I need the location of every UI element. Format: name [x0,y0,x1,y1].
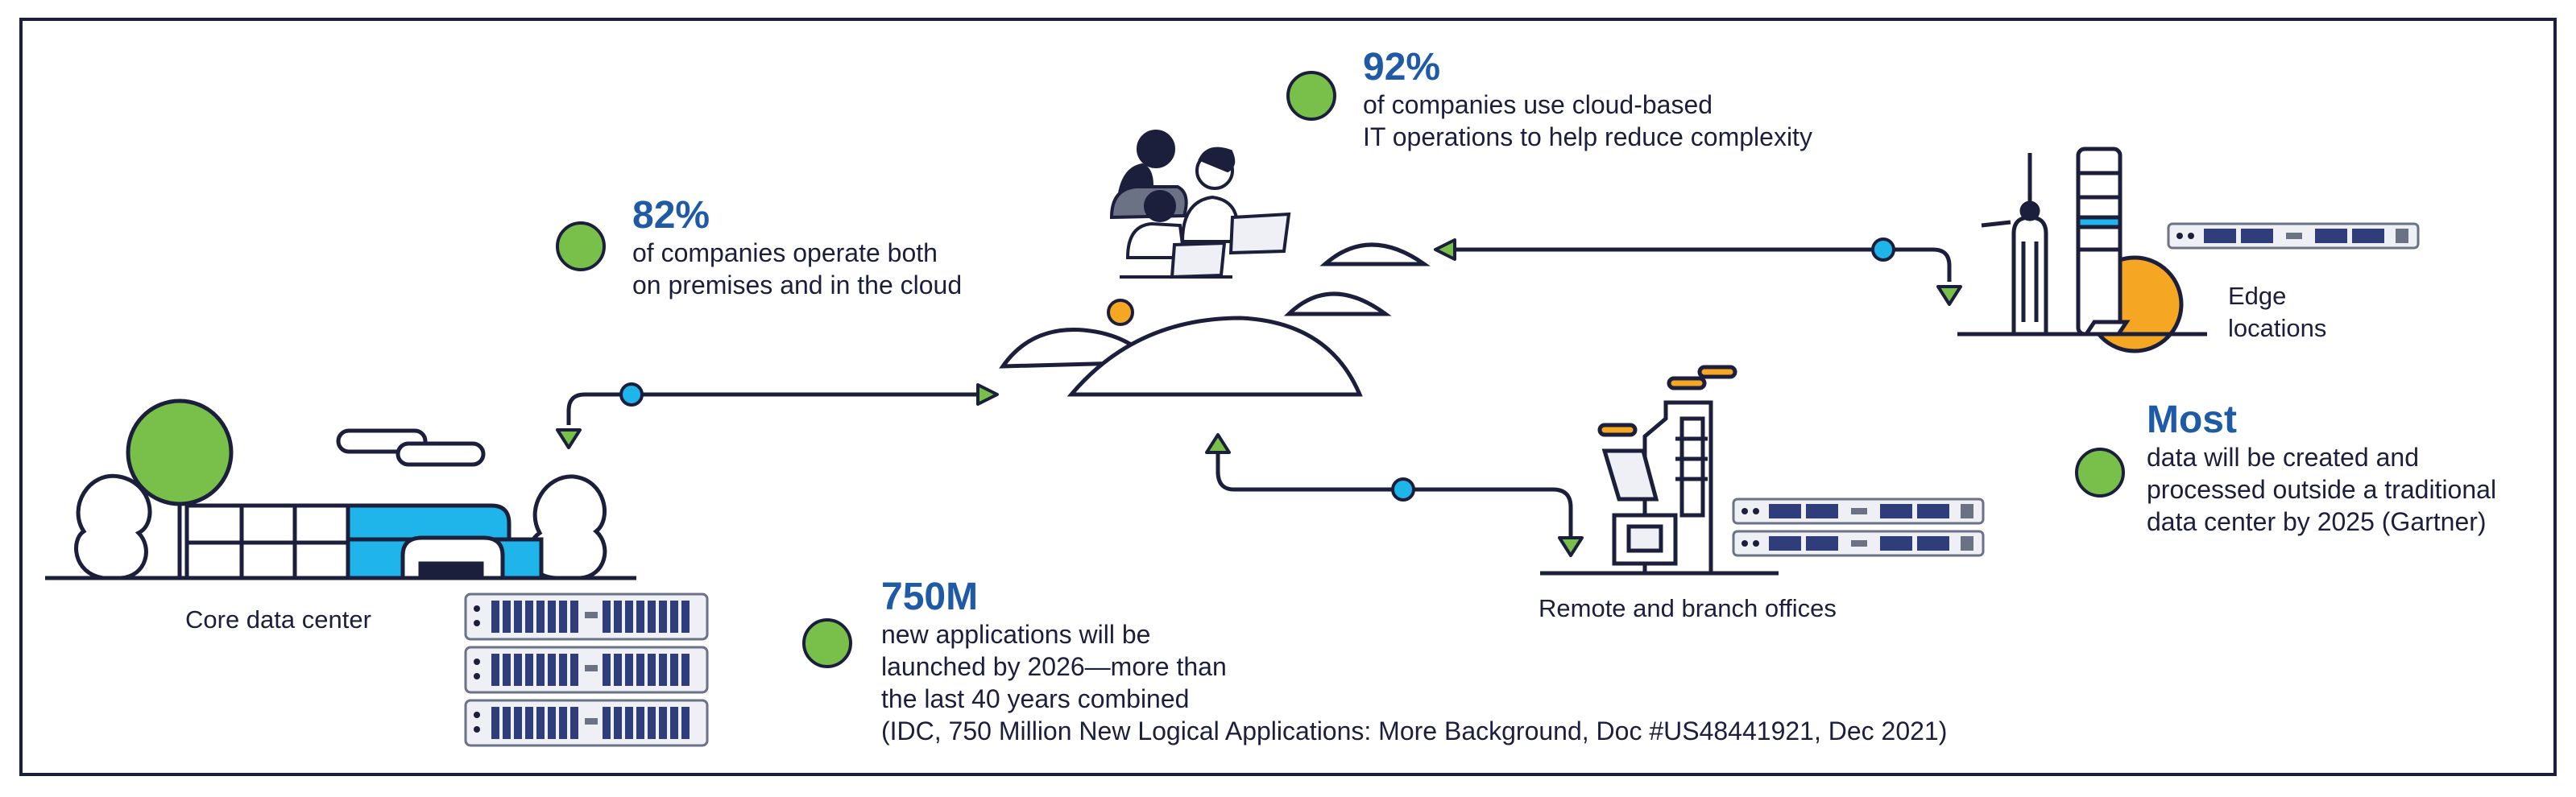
server-rack-icon [464,593,709,747]
people-laptop-icon [1109,130,1291,279]
tree-icon [74,473,152,580]
server-rack-icon [1732,498,1985,557]
edge-label-line: locations [2228,314,2327,342]
small-cloud-icon [396,441,486,467]
stat-text-line: new applications will be [881,620,1151,649]
stat-text-line: of companies use cloud-based [1363,90,1713,119]
stat-dot-icon [802,618,852,668]
remote-offices-label: Remote and branch offices [1539,594,1837,622]
orange-node-icon [1107,299,1134,326]
stat-edge-data: Most data will be created and processed … [2147,399,2496,538]
stat-value: 92% [1363,46,1441,89]
remote-office-illustration [1540,365,1779,576]
stat-text-line: launched by 2026—more than [881,652,1227,681]
core-data-center-label: Core data center [185,605,371,634]
edge-location-illustration [1957,147,2207,353]
stat-text-line: data center by 2025 (Gartner) [2147,507,2487,536]
stat-text-line: processed outside a traditional [2147,475,2497,504]
edge-locations-label: Edge locations [2228,280,2326,345]
diagram-frame [19,18,2557,776]
stat-text-line: IT operations to help reduce complexity [1363,122,1812,151]
arrow-icon [556,238,1962,557]
stat-text-line: the last 40 years combined [881,684,1190,713]
stat-value: 82% [632,194,710,237]
tree-icon [126,398,234,506]
stat-text-line: of companies operate both [632,238,938,267]
core-data-center-illustration [45,398,636,580]
stat-value: Most [2147,398,2237,441]
server-rack-icon [2167,222,2420,250]
edge-label-line: Edge [2228,282,2287,310]
connector-node-icon [619,237,1895,502]
stat-source-line: (IDC, 750 Million New Logical Applicatio… [881,716,1948,745]
stat-dot-icon [556,221,606,271]
cloud-icon [999,242,1431,397]
stat-hybrid: 82% of companies operate both on premise… [632,195,962,301]
stat-dot-icon [2075,448,2125,498]
stat-text-line: data will be created and [2147,443,2419,472]
stat-apps: 750M new applications will be launched b… [881,576,1947,747]
stat-text-line: on premises and in the cloud [632,270,963,299]
stat-value: 750M [881,576,979,618]
stat-dot-icon [1286,71,1336,121]
stat-cloud-ops: 92% of companies use cloud-based IT oper… [1363,47,1812,153]
